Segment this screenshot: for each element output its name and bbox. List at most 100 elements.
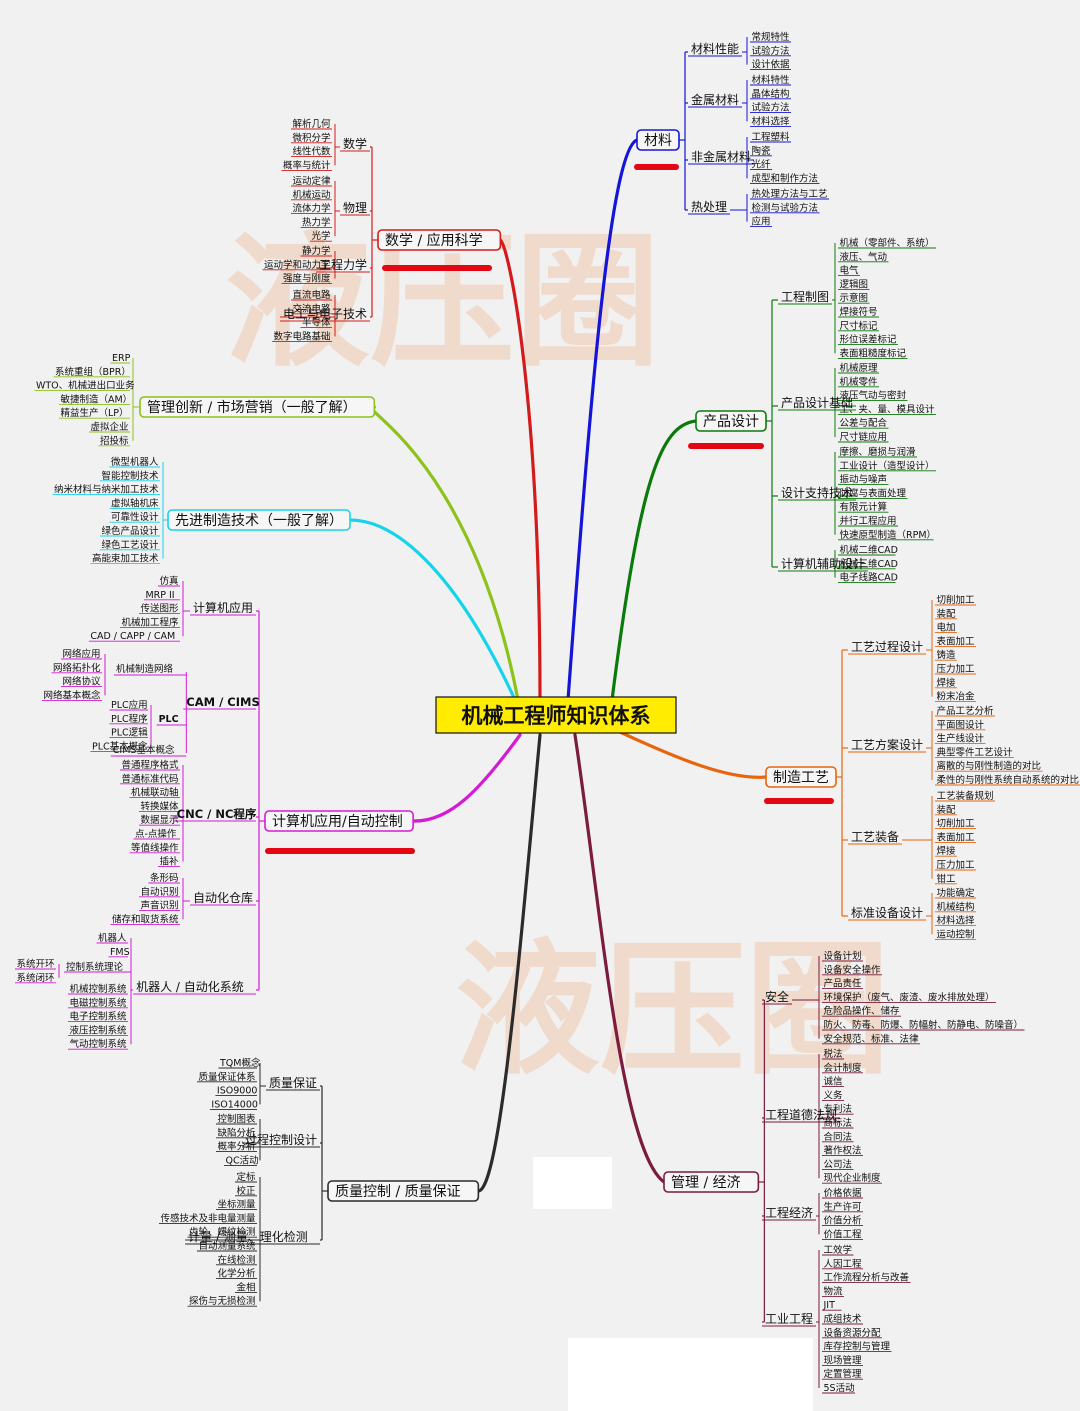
sub-topic-materials-0[interactable]: 材料性能 xyxy=(691,42,739,56)
sub-topic-product-design-3[interactable]: 计算机辅助设计 xyxy=(781,556,865,571)
leaf-item[interactable]: 粉末冶金 xyxy=(937,691,976,703)
leaf-item[interactable]: 材料选择 xyxy=(937,915,976,927)
leaf-item[interactable]: 定标 xyxy=(237,1171,257,1183)
leaf-item[interactable]: 材料选择 xyxy=(752,115,791,127)
leaf-item[interactable]: 热力学 xyxy=(302,216,331,228)
leaf-item[interactable]: 电气 xyxy=(840,265,860,277)
sub-topic-computer-1[interactable]: CAM / CIMS xyxy=(186,695,259,709)
leaf-item[interactable]: 快速原型制造（RPM） xyxy=(840,529,937,541)
leaf-item[interactable]: 公差与配合 xyxy=(840,417,888,429)
leaf-item[interactable]: 5S活动 xyxy=(824,1382,855,1394)
leaf-item[interactable]: 电加 xyxy=(937,622,956,634)
leaf-item[interactable]: 网络拓扑化 xyxy=(53,662,101,674)
leaf-item[interactable]: 生产线设计 xyxy=(937,733,985,745)
leaf-item[interactable]: 形位误差标记 xyxy=(840,334,898,346)
leaf-item[interactable]: 绿色产品设计 xyxy=(102,525,160,537)
leaf-item[interactable]: ISO9000 xyxy=(217,1086,258,1097)
leaf-item[interactable]: 机械二维CAD xyxy=(840,544,898,556)
sub-topic-manufacturing-3[interactable]: 标准设备设计 xyxy=(851,906,923,920)
sub-topic-product-design-1[interactable]: 产品设计基础 xyxy=(781,396,853,410)
sub-topic-manufacturing-2[interactable]: 工艺装备 xyxy=(851,830,899,844)
leaf-item[interactable]: 运动定律 xyxy=(293,175,332,187)
leaf-item[interactable]: 招投标 xyxy=(100,435,129,447)
sub-topic-quality-1[interactable]: 过程控制设计 xyxy=(245,1132,317,1147)
leaf-item[interactable]: 防火、防毒、防爆、防幅射、防静电、防噪音） xyxy=(824,1019,1024,1031)
leaf-item[interactable]: 设计依据 xyxy=(752,59,791,71)
leaf-item[interactable]: 物流 xyxy=(824,1285,844,1297)
leaf-item[interactable]: 表面加工 xyxy=(937,831,976,843)
leaf-item[interactable]: 现场管理 xyxy=(824,1354,863,1366)
leaf-item[interactable]: 商标法 xyxy=(824,1117,853,1129)
leaf-item[interactable]: 铸造 xyxy=(937,649,957,661)
branch-node-materials[interactable]: 材料 xyxy=(636,129,680,151)
leaf-item[interactable]: 光学 xyxy=(312,230,331,242)
leaf-item[interactable]: 机械（零部件、系统） xyxy=(840,237,935,249)
leaf-item[interactable]: 示意图 xyxy=(840,292,869,304)
leaf-item[interactable]: QC活动 xyxy=(225,1154,258,1166)
branch-node-mgmt-innov[interactable]: 管理创新 / 市场营销（一般了解） xyxy=(139,396,376,418)
sub-topic-management-1[interactable]: 工程道德法规 xyxy=(765,1107,837,1122)
leaf-item[interactable]: 功能确定 xyxy=(937,887,976,899)
leaf-item[interactable]: 等值线操作 xyxy=(131,842,179,854)
sub-topic-manufacturing-0[interactable]: 工艺过程设计 xyxy=(851,639,923,654)
branch-node-product-design[interactable]: 产品设计 xyxy=(695,410,767,432)
leaf-item[interactable]: 机械运动 xyxy=(293,189,331,201)
leaf-item[interactable]: TQM概念 xyxy=(219,1057,261,1069)
leaf-item[interactable]: 系统开环 xyxy=(17,958,55,970)
leaf-item[interactable]: 并行工程应用 xyxy=(840,515,897,527)
leaf-item[interactable]: 成组技术 xyxy=(824,1313,863,1325)
branch-node-computer[interactable]: 计算机应用/自动控制 xyxy=(264,810,414,832)
leaf-item[interactable]: 摩擦、磨损与润滑 xyxy=(840,446,917,458)
leaf-item[interactable]: 化学分析 xyxy=(218,1268,257,1280)
sub-topic-product-design-0[interactable]: 工程制图 xyxy=(781,289,829,304)
leaf-item[interactable]: 转换媒体 xyxy=(141,800,180,812)
sub-topic-math-0[interactable]: 数学 xyxy=(343,136,367,151)
leaf-item[interactable]: 液压气动与密封 xyxy=(840,390,907,402)
leaf-item[interactable]: WTO、机械进出口业务 xyxy=(36,380,135,392)
leaf-item[interactable]: 机械结构 xyxy=(937,901,975,913)
leaf-item[interactable]: 运动学和动力学 xyxy=(264,259,331,271)
leaf-item[interactable]: 微型机器人 xyxy=(111,456,159,468)
leaf-item[interactable]: 普通标准代码 xyxy=(122,773,179,785)
leaf-item[interactable]: 普通程序格式 xyxy=(122,759,180,771)
leaf-item[interactable]: 控制图表 xyxy=(218,1113,257,1125)
leaf-item[interactable]: 表面加工 xyxy=(937,635,976,647)
leaf-item[interactable]: 焊接 xyxy=(937,845,957,857)
leaf-item[interactable]: 专利法 xyxy=(824,1103,853,1115)
group-label-control-theory[interactable]: 控制系统理论 xyxy=(66,961,124,973)
leaf-item[interactable]: 数据显示 xyxy=(141,814,179,826)
leaf-item[interactable]: 环境保护（废气、废渣、废水排放处理） xyxy=(824,991,995,1003)
leaf-item[interactable]: 设备安全操作 xyxy=(824,964,882,976)
leaf-item[interactable]: 插补 xyxy=(160,856,180,868)
sub-topic-math-2[interactable]: 工程力学 xyxy=(319,257,367,272)
branch-node-math[interactable]: 数学 / 应用科学 xyxy=(377,229,502,251)
leaf-item[interactable]: 金相 xyxy=(237,1281,256,1293)
leaf-item[interactable]: 价值工程 xyxy=(824,1228,863,1240)
leaf-item[interactable]: 试验方法 xyxy=(752,45,790,57)
sub-topic-management-0[interactable]: 安全 xyxy=(765,989,789,1004)
leaf-item[interactable]: 交流电路 xyxy=(293,303,332,315)
leaf-item[interactable]: 坐标测量 xyxy=(218,1199,257,1211)
leaf-item[interactable]: 电子控制系统 xyxy=(70,1011,128,1023)
leaf-item[interactable]: FMS xyxy=(110,947,130,958)
leaf-item[interactable]: 精益生产（LP） xyxy=(60,407,128,419)
sub-topic-product-design-2[interactable]: 设计支持技术 xyxy=(781,485,853,500)
leaf-item[interactable]: 工艺装备规划 xyxy=(937,790,994,802)
leaf-item[interactable]: 探伤与无损检测 xyxy=(189,1295,256,1307)
group-label-0[interactable]: 机械制造网络 xyxy=(116,663,174,675)
leaf-item[interactable]: 机器人 xyxy=(98,932,127,944)
leaf-item[interactable]: 焊接符号 xyxy=(840,306,878,318)
leaf-item[interactable]: 在线检测 xyxy=(218,1254,256,1266)
leaf-item[interactable]: 传感技术及非电量测量 xyxy=(161,1212,257,1224)
group-label-2[interactable]: CIMS基本概念 xyxy=(113,744,175,756)
leaf-item[interactable]: 压力加工 xyxy=(937,859,976,871)
leaf-item[interactable]: 概率与统计 xyxy=(283,159,331,171)
leaf-item[interactable]: 切削加工 xyxy=(937,594,976,606)
leaf-item[interactable]: 智能控制技术 xyxy=(102,470,160,482)
leaf-item[interactable]: 公司法 xyxy=(824,1158,853,1170)
sub-topic-math-1[interactable]: 物理 xyxy=(343,201,367,215)
leaf-item[interactable]: 机械原理 xyxy=(840,362,879,374)
leaf-item[interactable]: 逻辑图 xyxy=(840,278,869,290)
leaf-item[interactable]: 工效学 xyxy=(824,1244,853,1256)
leaf-item[interactable]: 税法 xyxy=(824,1048,843,1060)
